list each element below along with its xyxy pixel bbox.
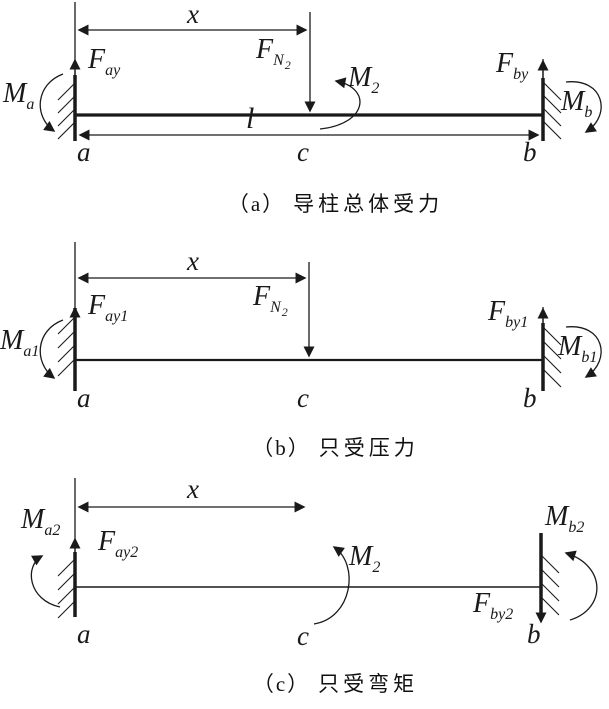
- support-hatch-a: [57, 83, 75, 140]
- moment-ma-label: Ma: [3, 78, 35, 113]
- moment-m2-label: M2: [348, 62, 380, 97]
- figure-c-drawing: [30, 478, 598, 625]
- moment-arc-m2: [313, 546, 350, 625]
- moment-arc-m2: [319, 77, 361, 130]
- force-fby1-label: Fby1: [488, 296, 529, 331]
- point-a-label: a: [77, 383, 91, 413]
- figure-b-drawing: [39, 242, 602, 391]
- point-c-label: c: [297, 621, 309, 651]
- moment-m2-label: M2: [349, 541, 381, 576]
- moment-ma1-label: Ma1: [0, 325, 40, 360]
- figure-a-drawing: [39, 2, 602, 141]
- moment-arc-mb2: [564, 550, 598, 621]
- point-c-label: c: [297, 137, 309, 167]
- moment-arc-mb1: [565, 326, 602, 378]
- support-hatch-b: [541, 555, 560, 616]
- force-fn2-label: FN2: [256, 34, 291, 72]
- moment-mb-label: Mb: [561, 86, 593, 121]
- force-fay2-label: Fay2: [98, 526, 139, 561]
- caption-c: （c）只受弯矩: [252, 672, 419, 696]
- force-fn2-label: FN2: [253, 281, 288, 319]
- moment-arc-ma2: [30, 555, 61, 608]
- moment-ma2-label: Ma2: [21, 504, 61, 539]
- moment-arc-mb: [565, 81, 602, 133]
- point-a-label: a: [77, 619, 91, 649]
- force-fby-label: Fby: [496, 48, 529, 83]
- support-hatch-b: [543, 82, 562, 140]
- caption-b: （b）只受压力: [252, 436, 419, 460]
- support-hatch-a: [57, 317, 75, 377]
- moment-mb1-label: Mb1: [558, 331, 598, 366]
- force-fby2-label: Fby2: [473, 588, 514, 623]
- support-hatch-a: [57, 559, 75, 619]
- dim-x-label: x: [187, 246, 199, 276]
- moment-arc-ma: [39, 73, 64, 132]
- moment-arc-ma1: [39, 319, 64, 379]
- force-fay1-label: Fay1: [88, 290, 129, 325]
- point-b-label: b: [523, 137, 537, 167]
- force-fay-label: Fay: [88, 44, 121, 79]
- dim-x-label: x: [187, 474, 199, 504]
- point-a-label: a: [77, 137, 91, 167]
- dim-l-label: l: [246, 102, 255, 135]
- point-b-label: b: [527, 619, 541, 649]
- dim-x-label: x: [187, 0, 199, 29]
- caption-a: （a）导柱总体受力: [227, 192, 444, 216]
- point-b-label: b: [523, 383, 537, 413]
- support-hatch-b: [543, 327, 562, 388]
- point-c-label: c: [297, 383, 309, 413]
- moment-mb2-label: Mb2: [545, 501, 585, 536]
